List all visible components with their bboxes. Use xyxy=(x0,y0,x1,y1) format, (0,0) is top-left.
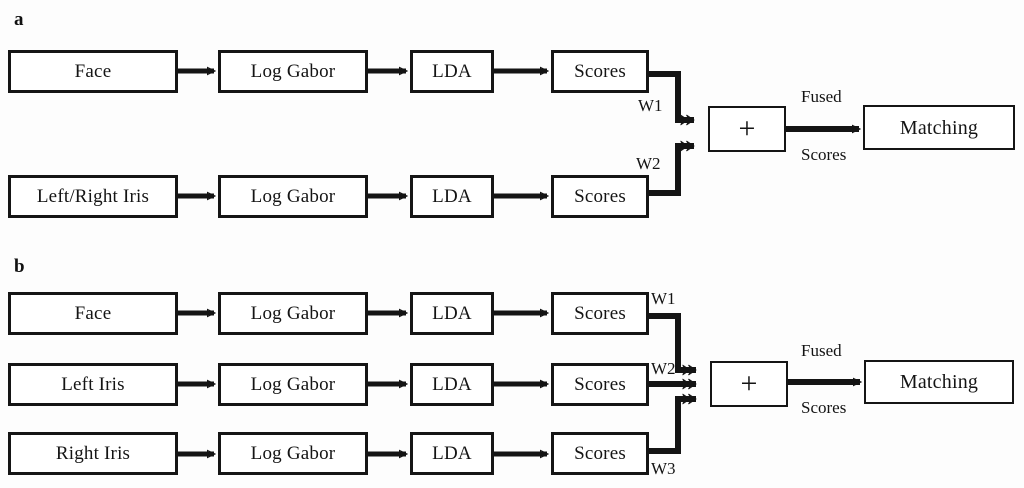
node-a1-scores-label: Scores xyxy=(574,61,626,82)
node-b3-log-gabor[interactable]: Log Gabor xyxy=(218,432,368,475)
node-b-face-label: Face xyxy=(74,303,112,324)
panel-label-b: b xyxy=(14,256,25,277)
node-a-fusion-sum-label: + xyxy=(738,112,756,145)
node-a1-log-gabor-label: Log Gabor xyxy=(250,61,336,82)
node-b-matching[interactable]: Matching xyxy=(864,360,1014,404)
node-a1-lda-label: LDA xyxy=(432,61,472,82)
node-b-matching-label: Matching xyxy=(899,371,979,393)
node-b3-scores-label: Scores xyxy=(574,443,626,464)
node-b-fusion-sum[interactable]: + xyxy=(710,361,788,407)
node-b2-log-gabor[interactable]: Log Gabor xyxy=(218,363,368,406)
edge-label-a-w1: W1 xyxy=(638,96,663,115)
node-b1-log-gabor[interactable]: Log Gabor xyxy=(218,292,368,335)
node-b2-log-gabor-label: Log Gabor xyxy=(250,374,336,395)
node-b1-scores-label: Scores xyxy=(574,303,626,324)
edge-label-a-w2: W2 xyxy=(636,154,661,173)
node-b1-log-gabor-label: Log Gabor xyxy=(250,303,336,324)
node-a2-lda[interactable]: LDA xyxy=(410,175,494,218)
node-a-matching-label: Matching xyxy=(899,116,979,139)
node-a1-scores[interactable]: Scores xyxy=(551,50,649,93)
node-a-left-right-iris-label: Left/Right Iris xyxy=(36,186,150,207)
node-b-right-iris[interactable]: Right Iris xyxy=(8,432,178,475)
node-b-left-iris-label: Left Iris xyxy=(61,374,125,395)
node-b1-scores[interactable]: Scores xyxy=(551,292,649,335)
node-a-left-right-iris[interactable]: Left/Right Iris xyxy=(8,175,178,218)
node-b3-lda[interactable]: LDA xyxy=(410,432,494,475)
node-b2-lda[interactable]: LDA xyxy=(410,363,494,406)
node-b2-scores[interactable]: Scores xyxy=(551,363,649,406)
node-b-right-iris-label: Right Iris xyxy=(55,443,131,464)
node-b2-lda-label: LDA xyxy=(432,374,472,395)
node-a-face[interactable]: Face xyxy=(8,50,178,93)
edge-label-b-w1: W1 xyxy=(651,289,676,308)
node-a2-scores[interactable]: Scores xyxy=(551,175,649,218)
node-b-left-iris[interactable]: Left Iris xyxy=(8,363,178,406)
node-a2-log-gabor[interactable]: Log Gabor xyxy=(218,175,368,218)
edge-label-b-fused: Fused xyxy=(801,341,842,360)
node-b-fusion-sum-label: + xyxy=(740,367,758,400)
node-a2-log-gabor-label: Log Gabor xyxy=(250,186,336,207)
node-b3-lda-label: LDA xyxy=(432,443,472,464)
node-b1-lda-label: LDA xyxy=(432,303,472,324)
edge-label-a-fused: Fused xyxy=(801,87,842,106)
panel-label-a: a xyxy=(14,9,24,30)
node-a-matching[interactable]: Matching xyxy=(863,105,1015,150)
node-b-face[interactable]: Face xyxy=(8,292,178,335)
node-a2-scores-label: Scores xyxy=(574,186,626,207)
node-b3-log-gabor-label: Log Gabor xyxy=(250,443,336,464)
node-a1-log-gabor[interactable]: Log Gabor xyxy=(218,50,368,93)
node-b1-lda[interactable]: LDA xyxy=(410,292,494,335)
edge-label-b-w3: W3 xyxy=(651,459,676,478)
node-a-fusion-sum[interactable]: + xyxy=(708,106,786,152)
node-a1-lda[interactable]: LDA xyxy=(410,50,494,93)
node-b2-scores-label: Scores xyxy=(574,374,626,395)
node-a-face-label: Face xyxy=(74,61,112,82)
edge-b3-scores-to-fusion xyxy=(648,399,696,454)
edge-label-b-w2: W2 xyxy=(651,359,676,378)
edge-label-b-scores: Scores xyxy=(801,398,847,417)
edge-label-a-scores: Scores xyxy=(801,145,847,164)
node-a2-lda-label: LDA xyxy=(432,186,472,207)
node-b3-scores[interactable]: Scores xyxy=(551,432,649,475)
